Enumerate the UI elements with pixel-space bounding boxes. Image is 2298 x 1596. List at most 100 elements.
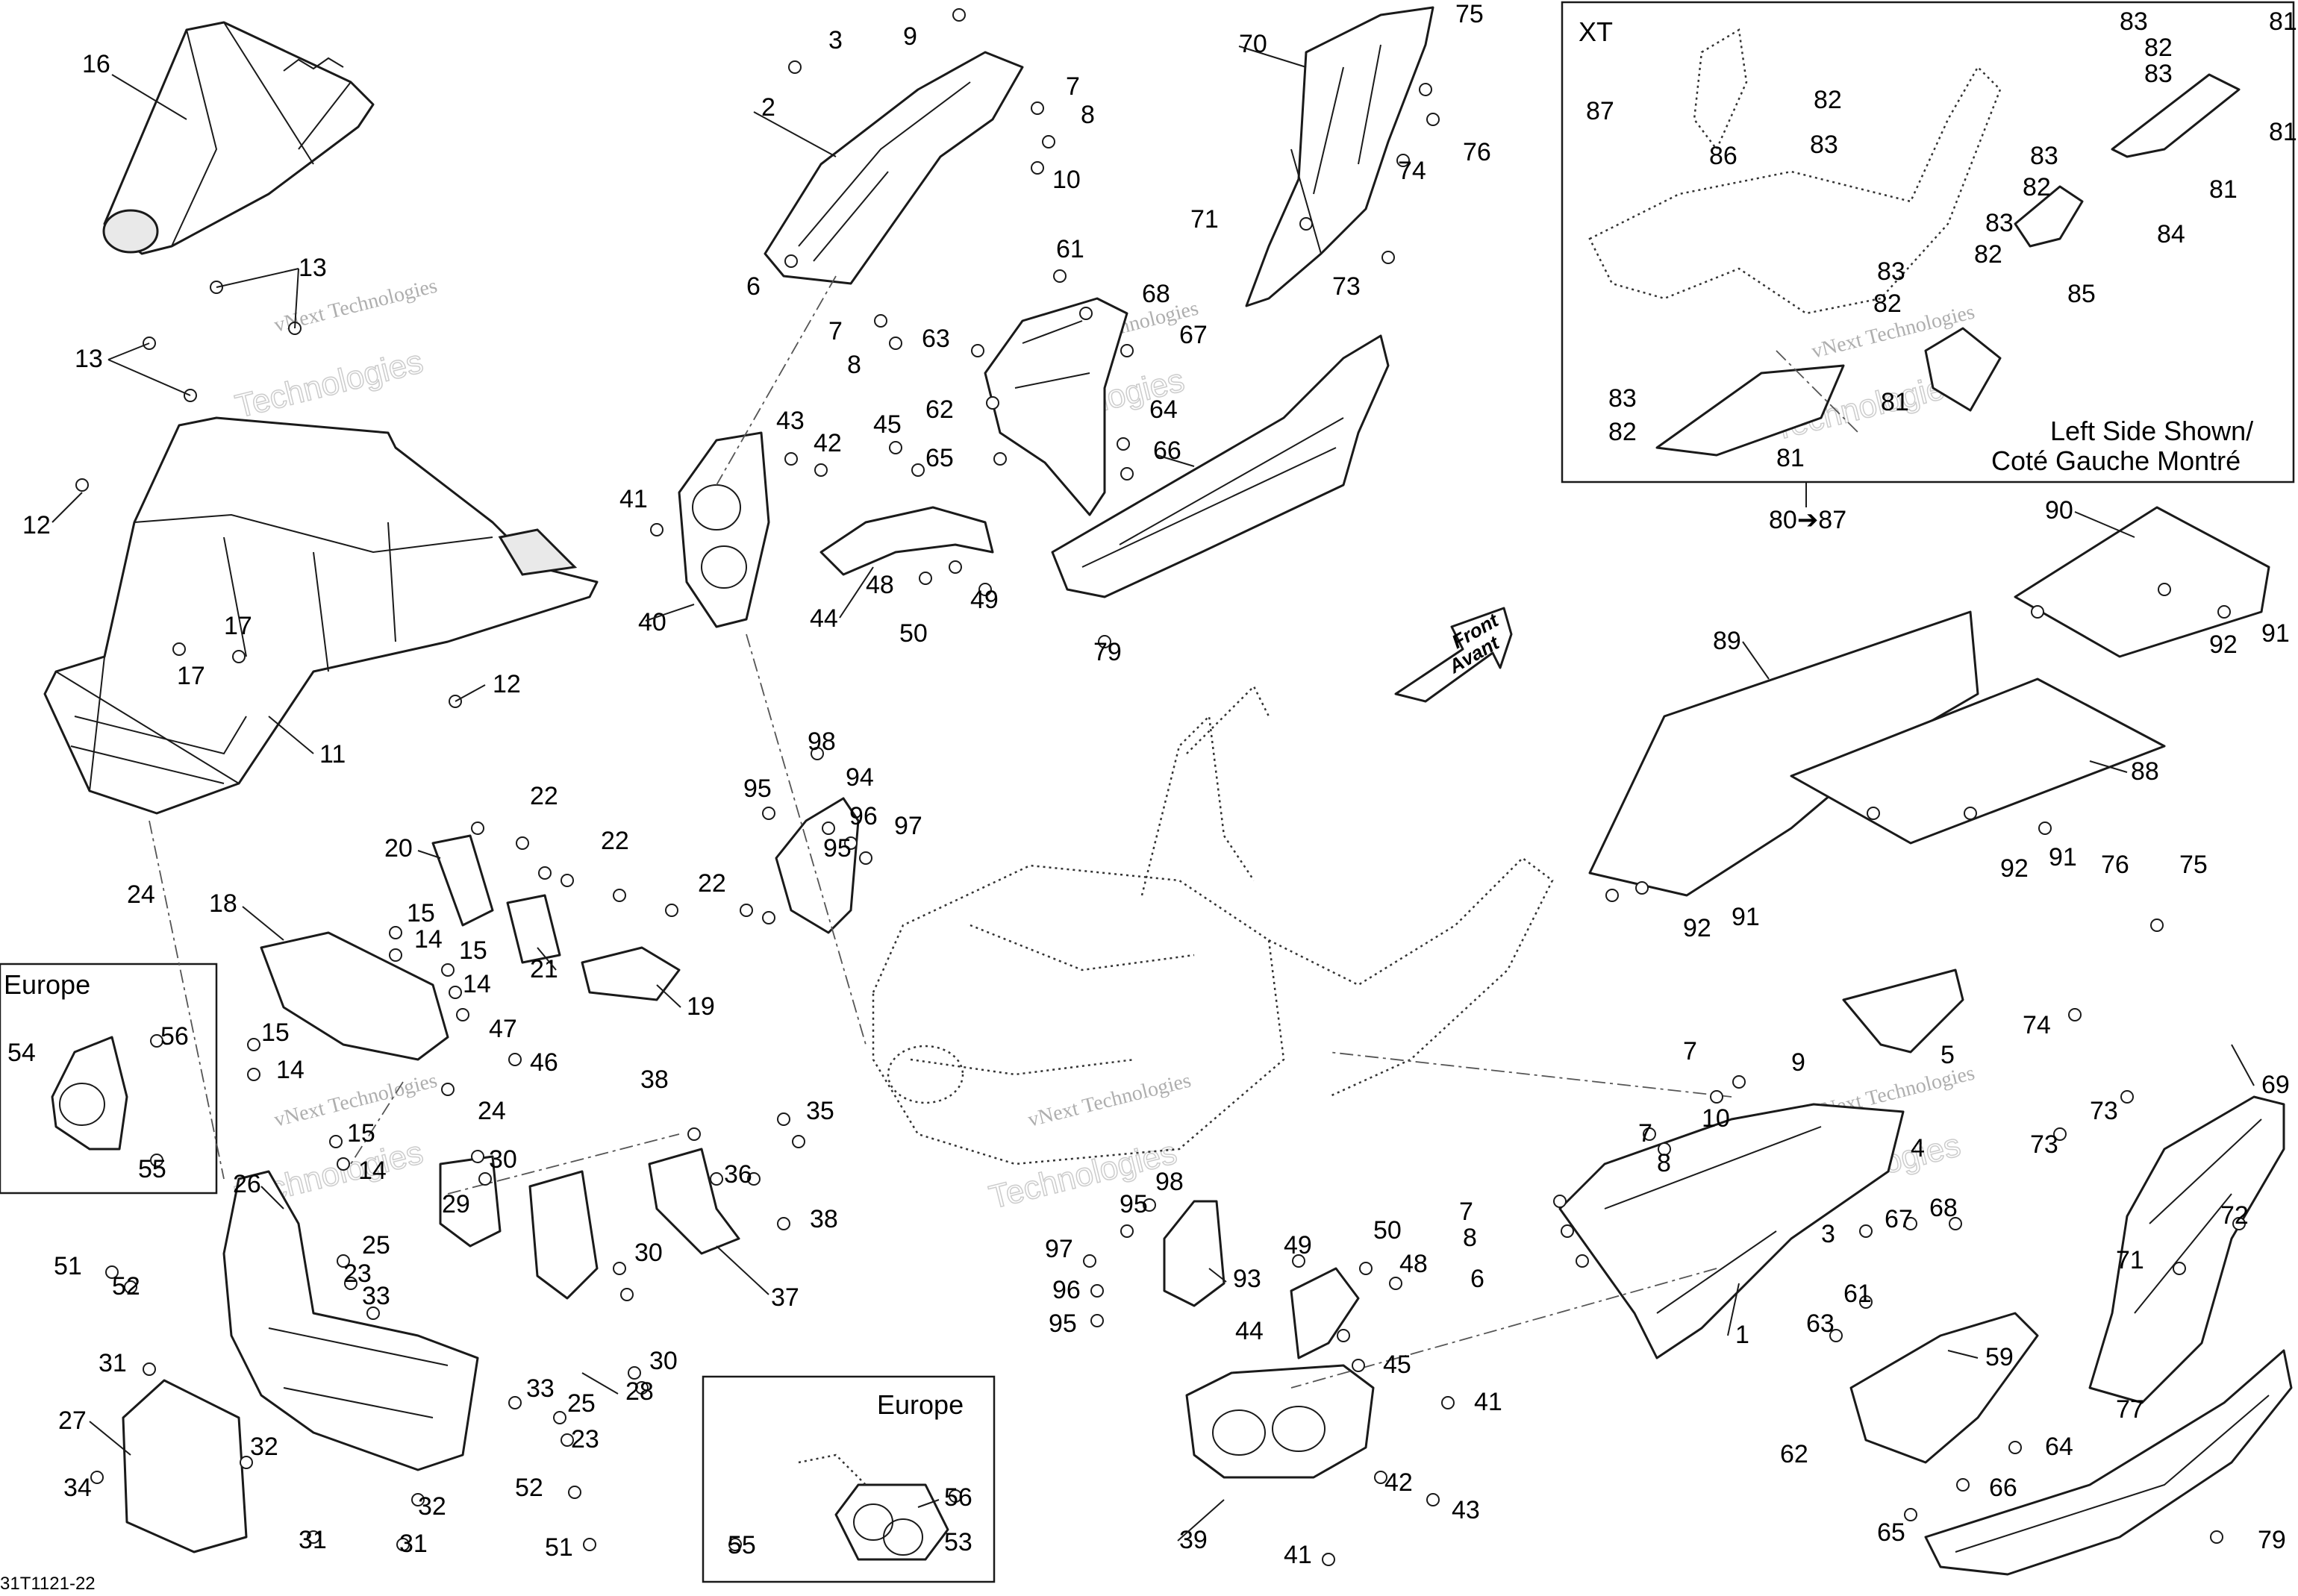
callout-98: 98 (808, 727, 836, 756)
fastener-icon (665, 904, 678, 917)
fastener-icon (1299, 217, 1313, 231)
callout-15: 15 (261, 1018, 290, 1047)
callout-8: 8 (1463, 1224, 1477, 1252)
callout-63: 63 (1806, 1309, 1835, 1338)
fastener-icon (1859, 1224, 1873, 1238)
callout-40: 40 (638, 608, 666, 636)
fastener-icon (1867, 807, 1880, 820)
callout-63: 63 (922, 325, 950, 353)
callout-20: 20 (384, 834, 413, 863)
fastener-icon (1553, 1195, 1567, 1208)
callout-7: 7 (1683, 1037, 1697, 1065)
callout-75: 75 (1455, 0, 1484, 28)
callout-67: 67 (1885, 1205, 1913, 1233)
xt-inset-frame (1561, 1, 2295, 484)
callout-39: 39 (1179, 1526, 1208, 1554)
fastener-icon (747, 1172, 761, 1186)
callout-13: 13 (75, 345, 103, 373)
fastener-icon (150, 1154, 163, 1167)
fastener-icon (971, 344, 984, 357)
xt-caption-line1: Left Side Shown/ (2050, 416, 2253, 446)
callout-84: 84 (2157, 220, 2185, 248)
callout-37: 37 (771, 1283, 799, 1312)
callout-86: 86 (1709, 142, 1737, 170)
fastener-icon (124, 1280, 137, 1294)
fastener-icon (344, 1277, 357, 1290)
fastener-icon (1042, 135, 1055, 148)
callout-23: 23 (571, 1425, 599, 1453)
fastener-icon (568, 1486, 581, 1499)
fastener-icon (1396, 154, 1410, 167)
callout-28: 28 (625, 1377, 654, 1406)
callout-96: 96 (1052, 1276, 1081, 1304)
part-37-bracket (648, 1148, 740, 1255)
callout-73: 73 (1332, 272, 1361, 301)
fastener-icon (172, 642, 186, 656)
callout-6: 6 (746, 272, 761, 301)
callout-56: 56 (944, 1483, 972, 1512)
callout-95: 95 (1120, 1190, 1148, 1218)
callout-82: 82 (1608, 418, 1637, 446)
fastener-icon (1352, 1359, 1365, 1372)
fastener-icon (762, 911, 775, 924)
callout-73: 73 (2090, 1097, 2118, 1125)
callout-83: 83 (1608, 384, 1637, 413)
callout-83: 83 (1810, 131, 1838, 159)
part-5-mud-flap (1842, 968, 1964, 1054)
callout-38: 38 (810, 1205, 838, 1233)
callout-33: 33 (362, 1282, 390, 1310)
callout-14: 14 (414, 925, 443, 954)
fastener-icon (1090, 1284, 1104, 1298)
callout-25: 25 (567, 1389, 596, 1418)
fastener-icon (1117, 437, 1130, 451)
fastener-icon (329, 1135, 343, 1148)
part-88-floor-plate (1790, 677, 2166, 845)
callout-93: 93 (1233, 1265, 1261, 1293)
callout-96: 96 (849, 802, 878, 830)
callout-15: 15 (347, 1119, 375, 1148)
callout-7: 7 (1638, 1119, 1652, 1148)
fastener-icon (1292, 1254, 1305, 1268)
callout-76: 76 (1463, 138, 1491, 166)
callout-75: 75 (2179, 851, 2208, 879)
fastener-icon (710, 1172, 723, 1186)
callout-10: 10 (1052, 166, 1081, 194)
callout-54: 54 (7, 1039, 36, 1067)
callout-98: 98 (1155, 1168, 1184, 1196)
fastener-icon (75, 478, 89, 492)
callout-43: 43 (776, 407, 805, 435)
callout-5: 5 (1941, 1041, 1955, 1069)
fastener-icon (1732, 1075, 1746, 1089)
callout-76: 76 (2101, 851, 2129, 879)
part-1-rear-fender (1558, 1103, 1905, 1359)
fastener-icon (986, 396, 999, 410)
callout-7: 7 (828, 317, 843, 345)
callout-42: 42 (814, 429, 842, 457)
callout-3: 3 (1821, 1220, 1835, 1248)
callout-82: 82 (2023, 173, 2051, 201)
fastener-icon (728, 1538, 742, 1551)
fastener-icon (2053, 1127, 2067, 1141)
callout-83: 83 (1985, 209, 2014, 237)
fastener-icon (1359, 1262, 1373, 1275)
fastener-icon (1090, 1314, 1104, 1327)
fastener-icon (889, 337, 902, 350)
fastener-icon (471, 1150, 484, 1163)
callout-92: 92 (1683, 914, 1711, 942)
callout-62: 62 (925, 395, 954, 424)
callout-49: 49 (1284, 1231, 1312, 1259)
fastener-icon (1098, 635, 1111, 648)
fastener-icon (1053, 269, 1067, 283)
fastener-icon (2038, 822, 2052, 835)
fastener-icon (538, 866, 552, 880)
fastener-icon (762, 807, 775, 820)
fastener-icon (2120, 1090, 2134, 1104)
callout-24: 24 (127, 880, 155, 909)
part-18-support (260, 931, 449, 1061)
callout-83: 83 (2030, 142, 2058, 170)
callout-42: 42 (1384, 1468, 1413, 1497)
callout-31: 31 (99, 1349, 127, 1377)
callout-48: 48 (1399, 1250, 1428, 1278)
fastener-icon (740, 904, 753, 917)
fastener-icon (449, 986, 462, 999)
